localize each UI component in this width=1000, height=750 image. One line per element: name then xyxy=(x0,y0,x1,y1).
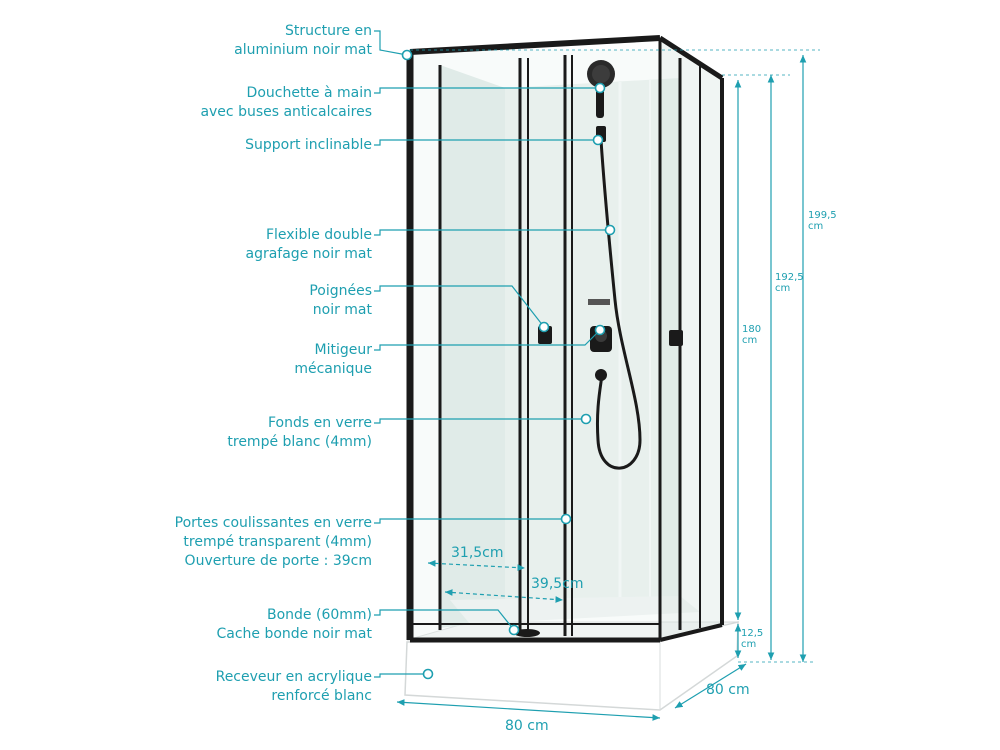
callout-structure-line-1: Structure en xyxy=(284,23,372,39)
dim-panel-height: 180 cm xyxy=(742,324,761,346)
dim-door-2-line xyxy=(444,589,564,603)
callout-tray: Receveur en acrylique renforcé blanc xyxy=(216,668,372,706)
dim-depth-line xyxy=(674,663,747,709)
leader-dot-doors xyxy=(560,513,572,525)
hand-shower xyxy=(587,60,615,118)
callout-drain-line-2: Cache bonde noir mat xyxy=(216,626,372,642)
callout-sliding-doors-line-3: Ouverture de porte : 39cm xyxy=(184,553,372,569)
leader-dot-mixer xyxy=(594,324,606,336)
callout-tray-line-2: renforcé blanc xyxy=(271,688,372,704)
shower-tray xyxy=(404,621,739,711)
leader-dot-structure xyxy=(401,49,413,61)
dim-cabin-height-unit: cm xyxy=(775,283,791,294)
callout-back-glass-line-1: Fonds en verre xyxy=(267,415,372,431)
dim-tray-height-unit: cm xyxy=(741,639,757,650)
callout-hose-line-2: agrafage noir mat xyxy=(245,246,373,262)
callout-handles-line-1: Poignées xyxy=(309,283,372,299)
dim-tray-height: 12,5 cm xyxy=(741,628,763,650)
callout-back-glass-line-2: trempé blanc (4mm) xyxy=(227,434,372,450)
dim-depth: 80 cm xyxy=(706,682,750,698)
callout-mixer: Mitigeur mécanique xyxy=(294,341,372,379)
callout-handles: Poignées noir mat xyxy=(309,282,372,320)
callout-hand-shower-line-2: avec buses anticalcaires xyxy=(200,104,372,120)
callout-mixer-line-2: mécanique xyxy=(294,361,372,377)
callout-hose-line-1: Flexible double xyxy=(265,227,372,243)
callout-structure: Structure en aluminium noir mat xyxy=(234,22,372,60)
leader-dot-hose xyxy=(604,224,616,236)
dim-door-2: 39,5cm xyxy=(531,576,584,592)
callout-structure-line-2: aluminium noir mat xyxy=(234,42,372,58)
dim-total-height-value: 199,5 xyxy=(808,210,837,221)
callout-tray-line-1: Receveur en acrylique xyxy=(215,669,372,685)
dim-door-1: 31,5cm xyxy=(451,545,504,561)
leader-line-tray xyxy=(374,673,428,678)
callout-drain: Bonde (60mm) Cache bonde noir mat xyxy=(216,606,372,644)
callout-sliding-doors-line-2: trempé transparent (4mm) xyxy=(183,534,372,550)
dim-panel-height-value: 180 xyxy=(742,324,762,335)
callout-handles-line-2: noir mat xyxy=(312,302,372,318)
leader-line-hand-shower xyxy=(374,87,600,94)
callout-back-glass: Fonds en verre trempé blanc (4mm) xyxy=(227,414,372,452)
leader-line-holder xyxy=(374,139,598,146)
dimension-lines xyxy=(396,49,820,721)
dim-total-height-unit: cm xyxy=(808,221,824,232)
callout-sliding-doors: Portes coulissantes en verre trempé tran… xyxy=(175,514,372,571)
leader-dot-handles xyxy=(538,321,550,333)
callout-tilting-holder: Support inclinable xyxy=(245,136,372,155)
dim-width: 80 cm xyxy=(505,718,549,734)
dim-width-line xyxy=(396,699,661,721)
callout-hand-shower-line-1: Douchette à main xyxy=(246,85,372,101)
leader-line-doors xyxy=(374,518,566,524)
callout-mixer-line-1: Mitigeur xyxy=(314,342,372,358)
dim-door-1-line xyxy=(427,560,526,571)
leader-line-drain xyxy=(374,609,515,631)
leader-dot-hand-shower xyxy=(594,82,606,94)
callout-tilting-holder-line-1: Support inclinable xyxy=(245,137,372,153)
leader-dot-holder xyxy=(592,134,604,146)
dim-cabin-height-value: 192,5 xyxy=(775,272,804,283)
dim-total-height: 199,5 cm xyxy=(808,210,837,232)
dim-tray-height-value: 12,5 xyxy=(741,628,764,639)
callout-hose: Flexible double agrafage noir mat xyxy=(246,226,373,264)
leader-dot-back-glass xyxy=(580,413,592,425)
leader-dot-tray xyxy=(422,668,434,680)
shower-hose xyxy=(595,139,642,470)
leader-line-handles xyxy=(374,285,545,328)
leader-line-mixer xyxy=(374,329,601,351)
drain-cover xyxy=(514,629,540,637)
callout-drain-line-1: Bonde (60mm) xyxy=(266,607,372,623)
callout-hand-shower: Douchette à main avec buses anticalcaire… xyxy=(200,84,372,122)
dim-panel-height-unit: cm xyxy=(742,335,758,346)
leader-line-back-glass xyxy=(374,418,586,424)
leader-line-hose xyxy=(374,229,610,236)
callout-sliding-doors-line-1: Portes coulissantes en verre xyxy=(174,515,372,531)
leader-line-structure xyxy=(374,30,408,56)
dim-cabin-height: 192,5 cm xyxy=(775,272,804,294)
leader-dot-drain xyxy=(508,624,520,636)
